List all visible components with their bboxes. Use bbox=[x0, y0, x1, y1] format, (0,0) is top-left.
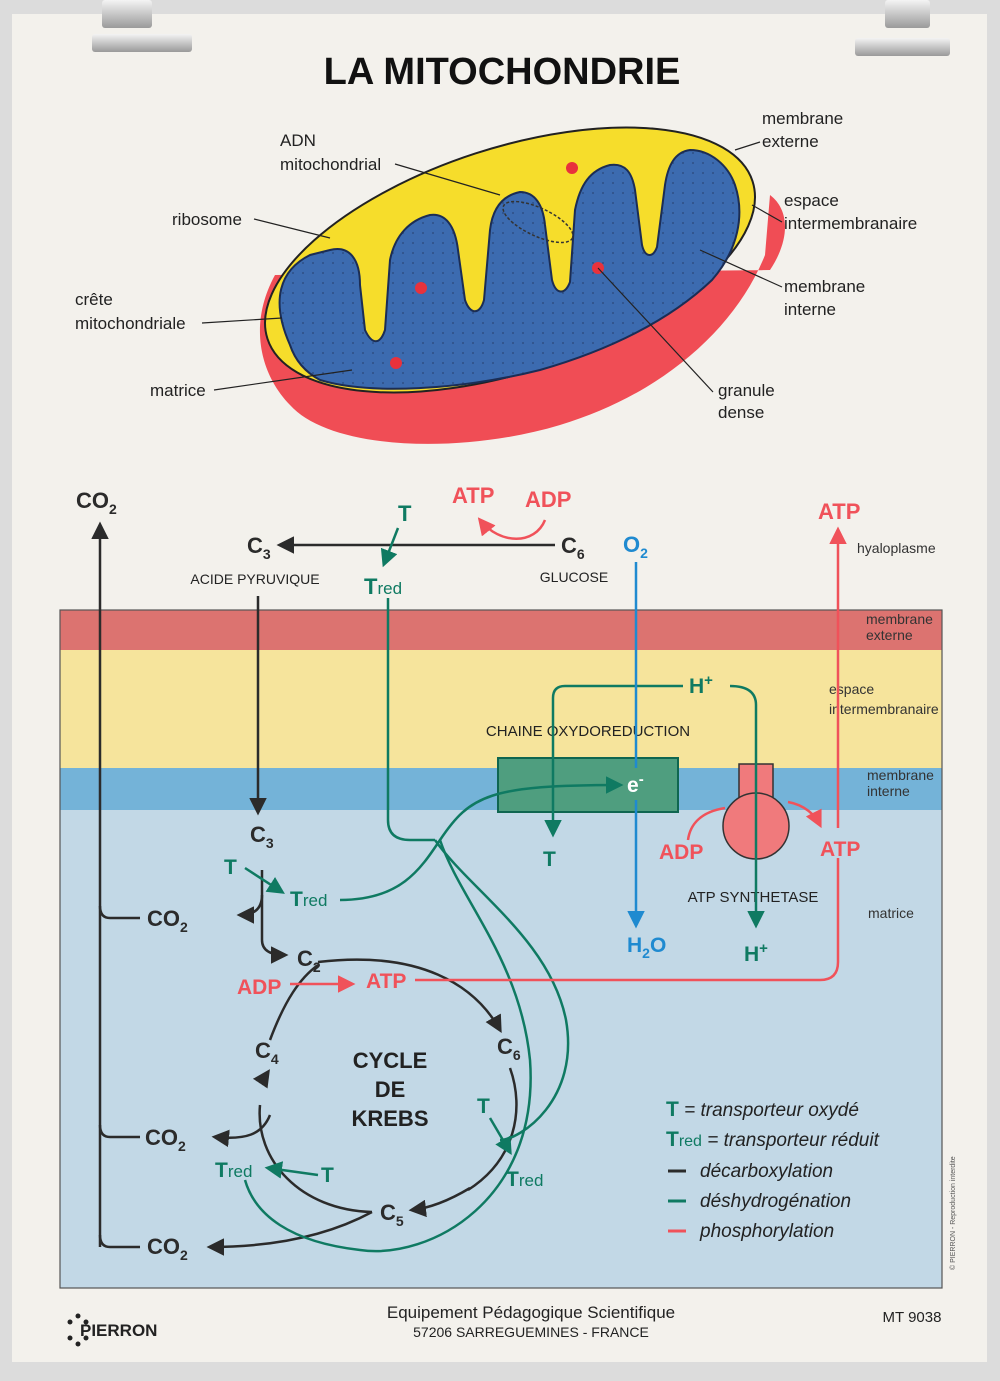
tred-pyruvate: Tred bbox=[290, 888, 327, 911]
legend-decarboxylation: décarboxylation bbox=[700, 1161, 833, 1182]
c4-krebs: C4 bbox=[255, 1038, 279, 1067]
c3-matrix: C3 bbox=[250, 822, 274, 851]
binder-clip-right bbox=[855, 0, 950, 56]
brand-name: PIERRON bbox=[80, 1321, 157, 1340]
copyright-note: © PIERRON - Reproduction interdite bbox=[949, 1156, 957, 1270]
krebs-title-3: KREBS bbox=[351, 1106, 428, 1131]
adp-synthetase: ADP bbox=[659, 841, 703, 864]
c5-krebs: C5 bbox=[380, 1200, 404, 1229]
co2-krebs-2: CO2 bbox=[147, 1234, 188, 1263]
mitochondrial-dna bbox=[502, 200, 574, 244]
atp-krebs: ATP bbox=[366, 970, 406, 993]
reference-code: MT 9038 bbox=[883, 1309, 942, 1326]
label-membrane-externe: membrane bbox=[762, 109, 843, 128]
label-espace-2: intermembranaire bbox=[784, 214, 917, 233]
label-ribosome: ribosome bbox=[172, 210, 242, 229]
co2-top: CO2 bbox=[76, 488, 117, 517]
legend-phosphorylation: phosphorylation bbox=[699, 1221, 834, 1242]
h-plus-bottom: H+ bbox=[744, 940, 768, 966]
label-adn: ADN bbox=[280, 131, 316, 150]
layer-label-hyaloplasme: hyaloplasme bbox=[857, 540, 936, 556]
tred-glycolysis: Tred bbox=[364, 574, 402, 599]
chaine-label: CHAINE OXYDOREDUCTION bbox=[486, 723, 690, 740]
mitochondrion-illustration bbox=[259, 126, 786, 444]
footer: PIERRON Equipement Pédagogique Scientifi… bbox=[67, 1303, 942, 1347]
pathway-lines bbox=[91, 517, 847, 1256]
legend-t: T = transporteur oxydé bbox=[666, 1098, 859, 1121]
h2o-label: H2O bbox=[627, 934, 666, 961]
layer-label-membrane-externe-2: externe bbox=[866, 627, 913, 643]
legend-tred: Tred = transporteur réduit bbox=[666, 1128, 880, 1151]
adp-glycolysis: ADP bbox=[525, 487, 571, 512]
atp-glycolysis: ATP bbox=[452, 483, 494, 508]
krebs-title-1: CYCLE bbox=[353, 1048, 428, 1073]
layer-label-matrice: matrice bbox=[868, 905, 914, 921]
layer-matrice bbox=[60, 810, 942, 1288]
label-membrane-externe-2: externe bbox=[762, 132, 819, 151]
binder-clip-left bbox=[92, 0, 192, 55]
label-membrane-interne-2: interne bbox=[784, 300, 836, 319]
tred-krebs-left: Tred bbox=[215, 1159, 252, 1182]
label-granule-2: dense bbox=[718, 403, 764, 422]
footer-line-1: Equipement Pédagogique Scientifique bbox=[387, 1303, 675, 1322]
tred-krebs-right: Tred bbox=[506, 1168, 543, 1191]
layer-label-membrane-interne-2: interne bbox=[867, 783, 910, 799]
illustration-labels: ADN mitochondrial ribosome crête mitocho… bbox=[75, 109, 917, 422]
label-membrane-interne: membrane bbox=[784, 277, 865, 296]
layer-membrane-externe bbox=[60, 610, 942, 650]
atp-export: ATP bbox=[818, 499, 860, 524]
membrane-layers bbox=[59, 609, 943, 1289]
layer-label-membrane-interne: membrane bbox=[867, 767, 934, 783]
footer-line-2: 57206 SARREGUEMINES - FRANCE bbox=[413, 1324, 649, 1340]
c6-krebs: C6 bbox=[497, 1034, 521, 1063]
label-crete-2: mitochondriale bbox=[75, 314, 186, 333]
poster-title: LA MITOCHONDRIE bbox=[324, 51, 681, 93]
layer-espace-intermembranaire bbox=[60, 650, 942, 768]
leader-lines bbox=[201, 141, 783, 393]
t-glycolysis: T bbox=[398, 501, 412, 526]
label-espace: espace bbox=[784, 191, 839, 210]
label-granule: granule bbox=[718, 381, 775, 400]
c3-acide-pyruvique: C3 bbox=[247, 533, 271, 562]
c2-krebs: C2 bbox=[297, 946, 321, 975]
label-matrice: matrice bbox=[150, 381, 206, 400]
layer-label-membrane-externe: membrane bbox=[866, 611, 933, 627]
layer-label-espace-2: intermembranaire bbox=[829, 701, 939, 717]
c6-glucose: C6 bbox=[561, 533, 585, 562]
pathway-labels: CO2 C3 C6 ACIDE PYRUVIQUE GLUCOSE T Tred… bbox=[76, 483, 860, 1263]
h-plus-top: H+ bbox=[689, 672, 713, 698]
label-adn-2: mitochondrial bbox=[280, 155, 381, 174]
glucose-label: GLUCOSE bbox=[540, 569, 608, 585]
acide-pyruvique-label: ACIDE PYRUVIQUE bbox=[190, 571, 319, 587]
electron-label: e- bbox=[627, 771, 644, 797]
t-krebs-right: T bbox=[477, 1095, 490, 1118]
t-chain: T bbox=[543, 848, 556, 871]
pierron-logo-icon bbox=[67, 1313, 89, 1347]
layer-label-espace: espace bbox=[829, 681, 874, 697]
co2-krebs-1: CO2 bbox=[145, 1125, 186, 1154]
label-crete: crête bbox=[75, 290, 113, 309]
t-pyruvate: T bbox=[224, 856, 237, 879]
atp-synthetase: ATP bbox=[820, 838, 860, 861]
t-krebs-left: T bbox=[321, 1164, 334, 1187]
adp-krebs: ADP bbox=[237, 976, 281, 999]
co2-pyruvate: CO2 bbox=[147, 906, 188, 935]
legend: T = transporteur oxydé Tred = transporte… bbox=[666, 1098, 880, 1242]
layer-labels: membrane externe espace intermembranaire… bbox=[829, 540, 939, 921]
krebs-title-2: DE bbox=[375, 1077, 406, 1102]
dense-granule bbox=[566, 162, 578, 174]
atp-synthetase-label: ATP SYNTHETASE bbox=[688, 889, 819, 906]
legend-deshydrogenation: déshydrogénation bbox=[700, 1191, 851, 1212]
o2-label: O2 bbox=[623, 532, 648, 561]
